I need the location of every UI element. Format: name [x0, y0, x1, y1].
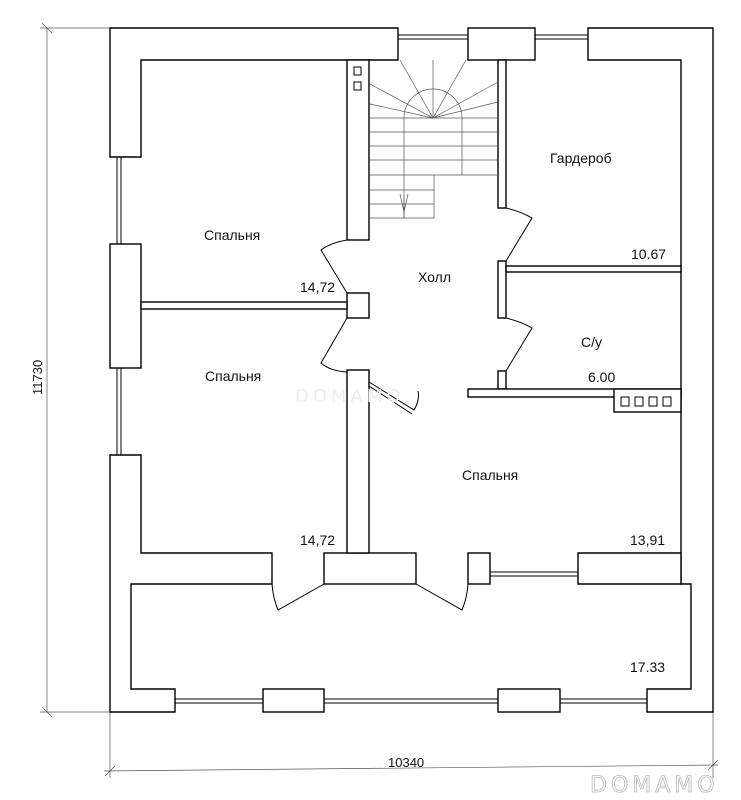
- room-label-bathroom: С/у: [581, 334, 602, 350]
- room-label-bedroom-3: Спальня: [462, 467, 518, 483]
- room-area-bathroom: 6.00: [588, 369, 615, 385]
- width-dimension: 10340: [388, 755, 424, 770]
- doors: [271, 207, 533, 611]
- room-area-wardrobe: 10.67: [631, 246, 666, 262]
- watermark-corner: DOMAMO: [590, 773, 719, 798]
- outer-walls: [109, 27, 714, 713]
- dimension-lines: [40, 22, 719, 778]
- room-area-terrace: 17.33: [630, 659, 665, 675]
- room-label-bedroom-1: Спальня: [204, 227, 260, 243]
- staircase: [369, 59, 499, 219]
- room-label-hall: Холл: [418, 269, 451, 285]
- windows: [116, 34, 648, 704]
- interior-walls: [140, 59, 682, 554]
- room-area-bedroom-2: 14,72: [300, 532, 335, 548]
- watermark-center: DOMAMO: [295, 386, 405, 407]
- room-label-bedroom-2: Спальня: [205, 368, 261, 384]
- room-area-bedroom-1: 14,72: [300, 279, 335, 295]
- height-dimension: 11730: [30, 360, 45, 395]
- room-area-bedroom-3: 13,91: [630, 532, 665, 548]
- room-label-wardrobe: Гардероб: [550, 150, 612, 166]
